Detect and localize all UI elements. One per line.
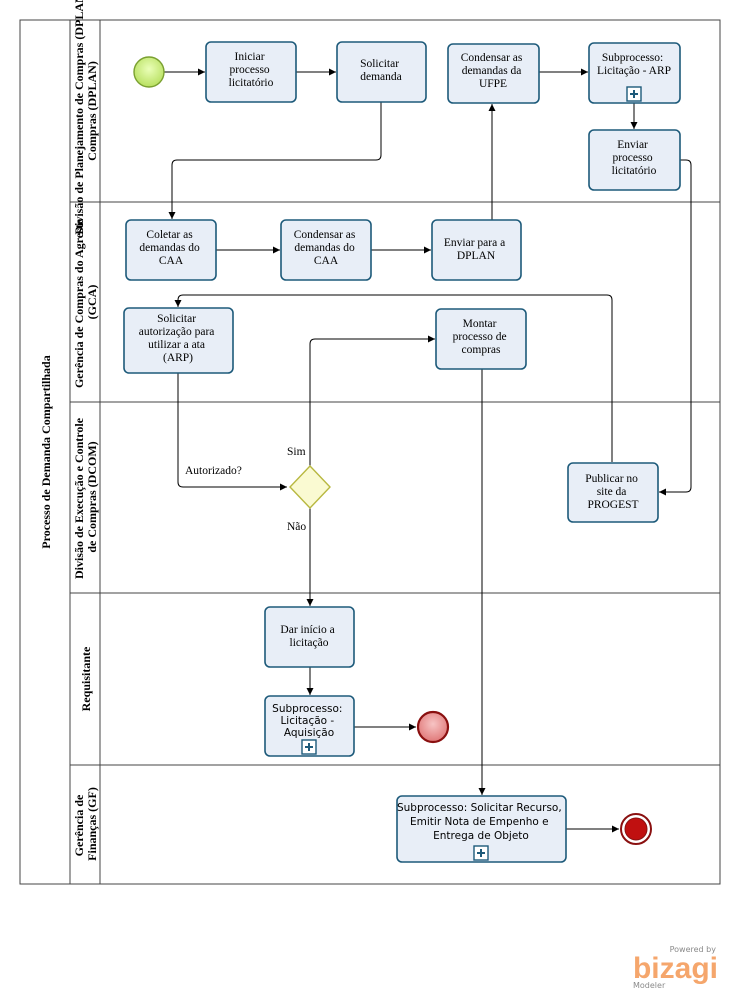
task-enviar-dplan[interactable]: Enviar para a DPLAN (431, 219, 522, 281)
task-condensar-ufpe[interactable]: Condensar as demandas da UFPE (447, 43, 540, 104)
svg-text:Solicitar demanda: Solicitar demanda (360, 58, 402, 83)
end-event-final[interactable] (620, 813, 652, 845)
flow-label-nao: Não (287, 521, 306, 533)
powered-by-text: Powered by (670, 945, 717, 954)
lane-label-requisitante: Requisitante (79, 646, 93, 711)
lane-label-dplan: Divisão de Planejamento de Compras (DPLA… (72, 0, 99, 235)
task-enviar-processo[interactable]: Enviar processo licitatório (588, 129, 681, 191)
svg-text:Enviar processo li: Enviar processo licitatório (612, 139, 657, 177)
flow-publicar-solicitarauth (174, 294, 613, 462)
lane-label-dcom: Divisão de Execução e Controle de Compra… (72, 415, 99, 579)
flow-gateway-montar (309, 335, 435, 466)
svg-text:Subprocesso: Licitação -: Subprocesso: Licitação - ARP (597, 52, 671, 77)
end-event-aquisicao[interactable] (416, 710, 450, 744)
svg-text:Condensar as demandas da: Condensar as demandas da UFPE (461, 52, 526, 90)
pool-title: Processo de Demanda Compartilhada (39, 355, 53, 548)
svg-text:Montar processo de: Montar processo de compras (453, 318, 510, 356)
svg-text:Dar início a licitação: Dar início a licitação (280, 624, 337, 649)
flow-enviarproc-publicar (659, 159, 692, 496)
gateway-autorizado[interactable] (289, 464, 331, 510)
task-coletar-demandas[interactable]: Coletar as demandas do CAA (125, 219, 217, 281)
task-condensar-caa[interactable]: Condensar as demandas do CAA (280, 219, 372, 281)
svg-text:Publicar no site da: Publicar no site da PROGEST (585, 473, 641, 511)
subprocess-licitacao-arp[interactable]: Subprocesso: Licitação - ARP (588, 42, 681, 104)
svg-text:Iniciar processo l: Iniciar processo licitatório (229, 51, 274, 89)
svg-text:Enviar para a DPLAN: Enviar para a DPLAN (444, 237, 508, 262)
flow-solicitar-coletar (168, 102, 382, 219)
task-dar-inicio[interactable]: Dar início a licitação (264, 606, 355, 668)
task-solicitar-demanda[interactable]: Solicitar demanda (336, 41, 427, 103)
expand-plus-icon[interactable] (626, 86, 642, 102)
task-montar-processo[interactable]: Montar processo de compras (435, 308, 527, 370)
svg-text:Solicitar autorização pa: Solicitar autorização para utilizar a at… (139, 313, 218, 364)
sequence-flows (164, 68, 692, 833)
brand-product: Modeler (633, 981, 666, 990)
bizagi-logo: Powered by bizagi Modeler (633, 945, 718, 990)
expand-plus-icon[interactable] (301, 739, 317, 755)
lane-label-gca: Gerência de Compras do Agreste (GCA) (72, 216, 99, 388)
task-solicitar-autorizacao[interactable]: Solicitar autorização para utilizar a at… (123, 307, 234, 374)
svg-text:Subprocesso: Solicitar Recurso: Subprocesso: Solicitar Recurso, Emitir N… (397, 802, 565, 842)
svg-text:Coletar as demandas do: Coletar as demandas do CAA (139, 229, 202, 267)
task-publicar-site[interactable]: Publicar no site da PROGEST (567, 462, 659, 523)
expand-plus-icon[interactable] (473, 845, 489, 861)
subprocess-solicitar-recurso[interactable]: Subprocesso: Solicitar Recurso, Emitir N… (396, 795, 567, 863)
gateway-question-label: Autorizado? (185, 465, 242, 477)
brand-name: bizagi (633, 952, 718, 985)
flow-solicitarauth-gateway (177, 373, 287, 491)
task-iniciar-processo[interactable]: Iniciar processo licitatório (205, 41, 297, 103)
svg-text:Condensar as demandas do: Condensar as demandas do CAA (294, 229, 359, 267)
flow-label-sim: Sim (287, 446, 306, 458)
start-event[interactable] (133, 56, 165, 88)
lane-label-gf: Gerência de Finanças (GF) (72, 787, 99, 861)
subprocess-licitacao-aquisicao[interactable]: Subprocesso: Licitação - Aquisição (264, 695, 355, 757)
svg-text:Subprocesso: Licitação -: Subprocesso: Licitação - Aquisição (272, 703, 346, 739)
